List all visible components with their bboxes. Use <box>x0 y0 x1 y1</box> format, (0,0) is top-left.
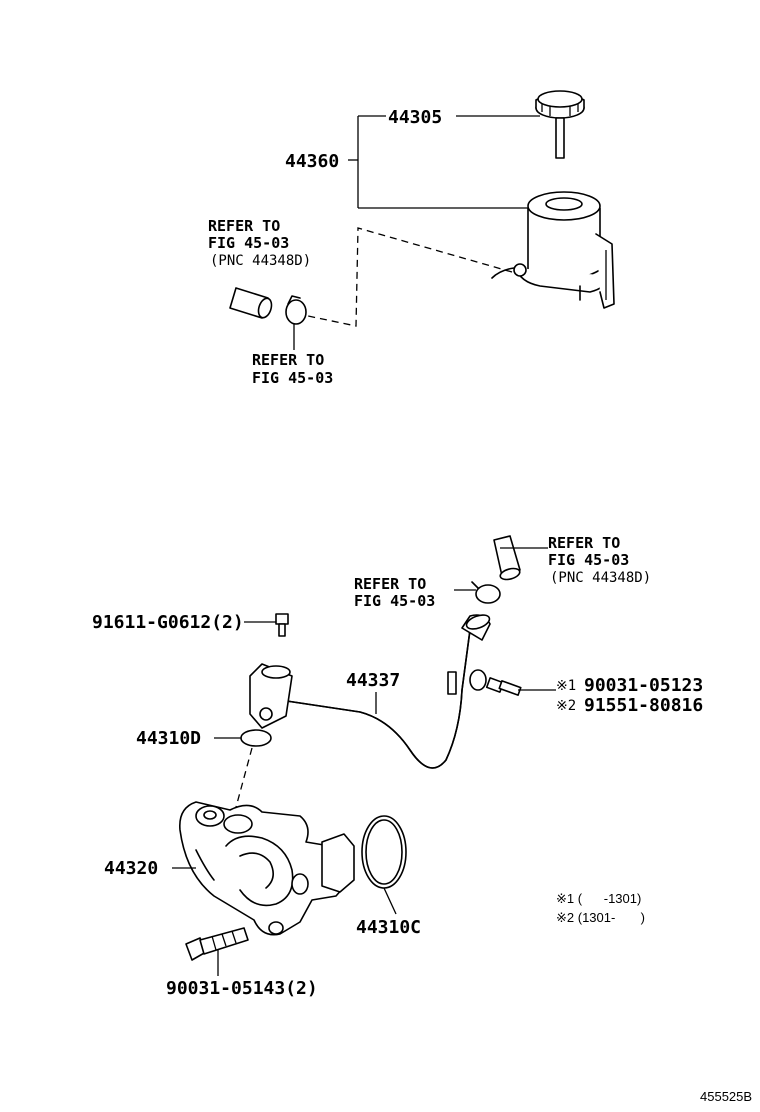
bolt-union-drawing <box>485 677 522 696</box>
svg-text:FIG 45-03: FIG 45-03 <box>354 592 435 610</box>
reservoir-cap-drawing[interactable] <box>535 90 585 159</box>
o-ring-44310d-drawing <box>240 729 272 747</box>
vane-pump-drawing[interactable] <box>179 801 355 936</box>
part-label-91551-80816[interactable]: 91551-80816 <box>584 695 703 716</box>
ref-top-clamp: REFER TO FIG 45-03 <box>252 351 333 387</box>
part-label-44360[interactable]: 44360 <box>285 151 339 172</box>
part-label-44310d[interactable]: 44310D <box>136 728 201 749</box>
svg-text:REFER TO: REFER TO <box>252 351 324 369</box>
oil-pipe-drawing[interactable] <box>279 612 491 769</box>
svg-text:(PNC 44348D): (PNC 44348D) <box>550 570 651 586</box>
top-hose-drawing <box>229 287 273 319</box>
svg-text:FIG 45-03: FIG 45-03 <box>208 234 289 252</box>
o-ring-44310c-drawing <box>361 815 407 889</box>
mark-2: ※2 <box>556 698 576 714</box>
ref-right-hose: REFER TO FIG 45-03 (PNC 44348D) <box>548 534 651 586</box>
svg-text:REFER TO: REFER TO <box>548 534 620 552</box>
bolt-91611-drawing <box>275 613 289 637</box>
part-label-44305[interactable]: 44305 <box>388 107 442 128</box>
part-label-44320[interactable]: 44320 <box>104 858 158 879</box>
right-hose-drawing <box>493 535 521 581</box>
svg-text:REFER TO: REFER TO <box>354 575 426 593</box>
part-label-44337[interactable]: 44337 <box>346 670 400 691</box>
note-1: ※1 ( -1301) <box>556 891 641 906</box>
part-label-90031-05143[interactable]: 90031-05143(2) <box>166 978 318 999</box>
svg-text:(PNC 44348D): (PNC 44348D) <box>210 253 311 269</box>
figure-code: 455525B <box>700 1089 752 1104</box>
svg-text:FIG 45-03: FIG 45-03 <box>252 369 333 387</box>
ref-right-clamp: REFER TO FIG 45-03 <box>354 575 435 610</box>
ref-top-hose: REFER TO FIG 45-03 (PNC 44348D) <box>208 217 311 269</box>
part-label-91611-g0612[interactable]: 91611-G0612(2) <box>92 612 244 633</box>
svg-text:FIG 45-03: FIG 45-03 <box>548 551 629 569</box>
right-clamp-drawing <box>471 581 501 604</box>
mark-1: ※1 <box>556 678 576 694</box>
part-label-44310c[interactable]: 44310C <box>356 917 421 938</box>
part-label-90031-05123[interactable]: 90031-05123 <box>584 675 703 696</box>
svg-text:REFER TO: REFER TO <box>208 217 280 235</box>
top-clamp-drawing <box>285 295 307 325</box>
note-2: ※2 (1301- ) <box>556 910 645 925</box>
bolt-90031-05143-drawing <box>185 927 249 961</box>
pipe-union-fitting-drawing <box>249 663 293 729</box>
reservoir-tank-drawing[interactable] <box>491 191 615 309</box>
